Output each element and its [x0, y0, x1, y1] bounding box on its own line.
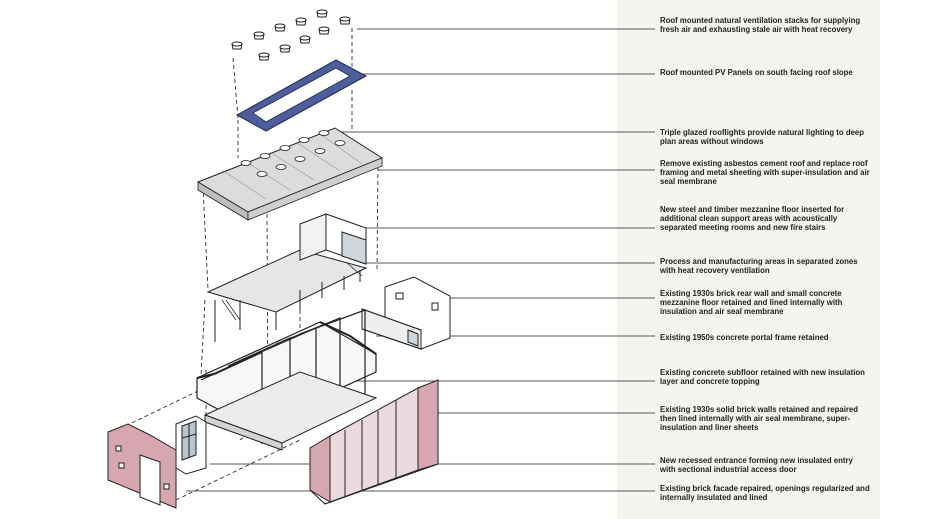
- annotation-ventilation-stacks: Roof mounted natural ventilation stacks …: [660, 16, 861, 35]
- annotation-rooflights: Triple glazed rooflights provide natural…: [660, 128, 865, 147]
- annotation-mezzanine-floor: New steel and timber mezzanine floor ins…: [660, 205, 845, 233]
- annotation-subfloor: Existing concrete subfloor retained with…: [660, 368, 865, 387]
- annotation-recessed-entrance: New recessed entrance forming new insula…: [660, 456, 853, 475]
- annotation-pv-panels: Roof mounted PV Panels on south facing r…: [660, 68, 853, 77]
- roof-stacks: [240, 130, 346, 177]
- roof: [196, 127, 384, 221]
- annotation-rear-wall: Existing 1930s brick rear wall and small…: [660, 289, 843, 317]
- brick-facade: [107, 423, 177, 509]
- annotation-manufacturing-areas: Process and manufacturing areas in separ…: [660, 257, 858, 276]
- stack: [339, 16, 351, 25]
- stack: [299, 35, 311, 44]
- stack: [231, 41, 243, 50]
- annotation-asbestos-roof: Remove existing asbestos cement roof and…: [660, 159, 870, 187]
- pv-panels: [235, 59, 368, 132]
- annotation-brick-facade: Existing brick facade repaired, openings…: [660, 484, 870, 503]
- stack: [258, 52, 270, 61]
- ventilation-stacks: [231, 9, 351, 61]
- stack: [295, 17, 307, 26]
- annotation-portal-frame: Existing 1950s concrete portal frame ret…: [660, 333, 829, 342]
- stack: [316, 9, 328, 18]
- annotation-panel: [617, 0, 880, 519]
- stack: [279, 44, 291, 53]
- subfloor: [203, 371, 378, 451]
- mezzanine-floor: [206, 213, 368, 342]
- side-brick-wall: [309, 379, 439, 505]
- recessed-entrance: [175, 415, 207, 475]
- annotation-brick-walls: Existing 1930s solid brick walls retaine…: [660, 405, 859, 433]
- rear-wall: [361, 276, 451, 350]
- stack: [274, 23, 286, 32]
- stack: [253, 31, 265, 40]
- stack: [318, 26, 330, 35]
